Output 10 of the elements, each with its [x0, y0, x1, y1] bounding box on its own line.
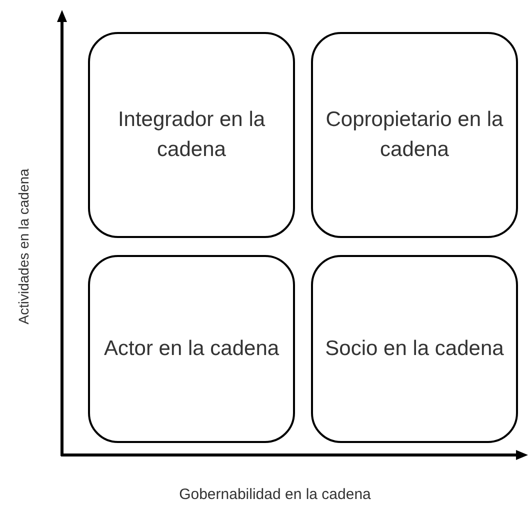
quadrant-label: Copropietario en la cadena	[325, 107, 504, 163]
axis-label: Actividades en la cadena	[14, 168, 32, 326]
quadrant-label: Socio en la cadena	[325, 336, 504, 362]
axis-label: Gobernabilidad en la cadena	[178, 485, 372, 505]
quadrant-box	[311, 255, 518, 443]
quadrant-label: Integrador en la cadena	[116, 107, 266, 163]
quadrant-box	[88, 32, 295, 238]
quadrant-label: Actor en la cadena	[104, 336, 280, 362]
quadrant-box	[88, 255, 295, 443]
quadrant-box	[311, 32, 518, 238]
